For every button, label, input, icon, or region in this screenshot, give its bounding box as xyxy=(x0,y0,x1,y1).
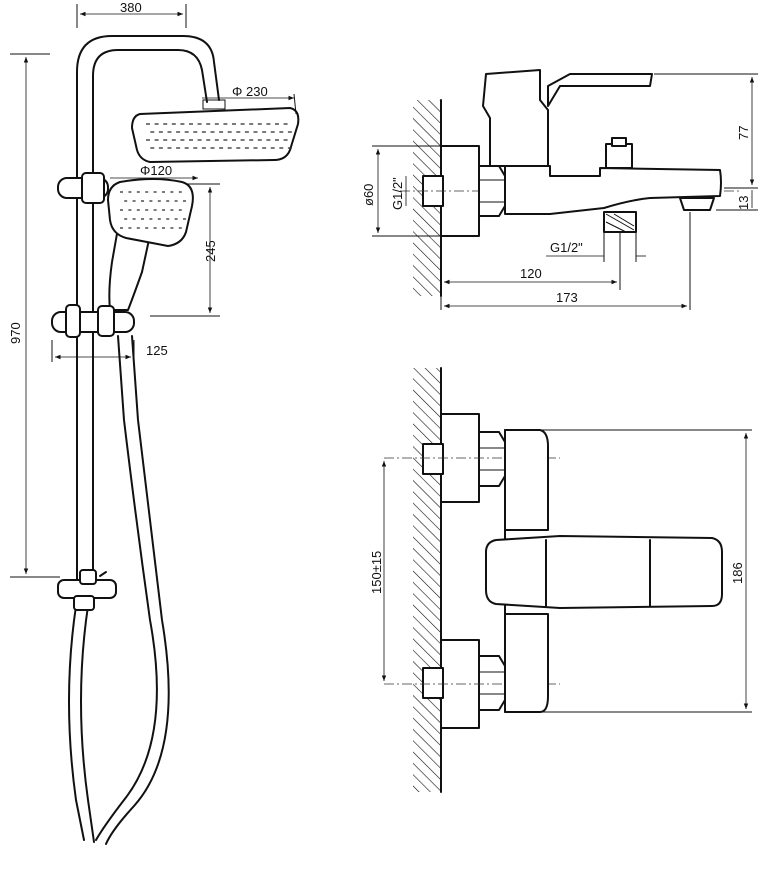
total-height-label: 970 xyxy=(8,322,23,344)
body-depth-label: 186 xyxy=(730,562,745,584)
slider-holder-icon xyxy=(51,304,135,338)
flange-diameter-label: ø60 xyxy=(361,184,376,206)
overhead-shower-icon xyxy=(131,99,300,163)
hand-diameter-label: Φ120 xyxy=(140,163,172,178)
inlet-spacing-label: 150±15 xyxy=(369,551,384,594)
spout-height-label: 13 xyxy=(736,196,751,210)
hatch-wall-icon xyxy=(413,368,441,792)
diverter-icon xyxy=(57,569,117,611)
shower-hose-inner xyxy=(105,335,170,845)
shower-hose xyxy=(95,335,158,841)
hand-shower-icon xyxy=(107,178,194,311)
mixer-lever-side xyxy=(547,73,653,107)
nut-hex-icon xyxy=(478,655,506,711)
hand-shower-body xyxy=(108,227,151,311)
overhead-shower-head xyxy=(131,107,300,163)
inlet-thread-label: G1/2" xyxy=(390,177,405,210)
spout-distance-label: 120 xyxy=(520,266,542,281)
rail-width-label: 380 xyxy=(120,0,142,15)
rail-tube-inner xyxy=(92,49,208,581)
mixer-side-view: ø60 G1/2" G1/2" 120 173 77 13 xyxy=(361,69,758,310)
overhead-diameter-label: Φ 230 xyxy=(232,84,268,99)
mixer-front-view: 150±15 186 xyxy=(369,367,752,793)
body-height-label: 77 xyxy=(736,126,751,140)
hand-shower-head xyxy=(107,178,194,247)
upper-holder-icon xyxy=(57,172,109,204)
shower-system: 380 Φ 230 Φ120 245 125 970 xyxy=(8,0,300,845)
rail-tube xyxy=(76,35,220,581)
nut-hex-icon xyxy=(478,431,506,487)
mixer-body-side xyxy=(504,165,722,215)
mixer-lever-front xyxy=(485,535,723,609)
hand-height-label: 245 xyxy=(203,240,218,262)
slider-offset-label: 125 xyxy=(146,343,168,358)
spout-thread-label: G1/2" xyxy=(550,240,583,255)
nut-hex-icon xyxy=(478,165,506,217)
spout-length-label: 173 xyxy=(556,290,578,305)
